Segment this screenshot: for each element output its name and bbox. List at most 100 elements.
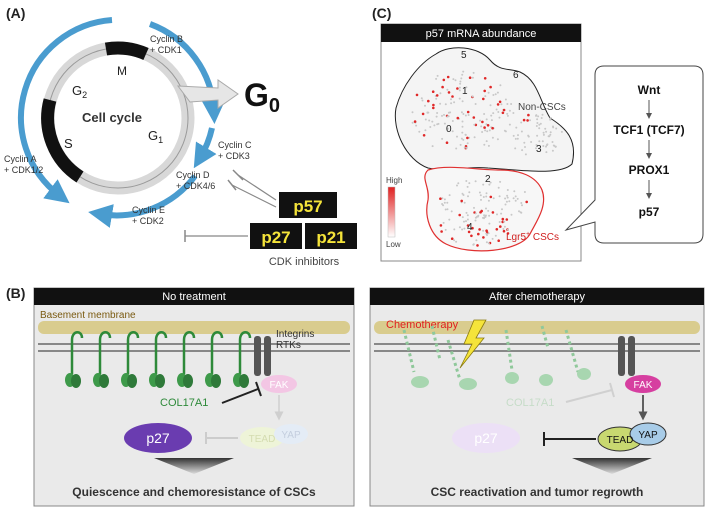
high-expression-dot bbox=[477, 232, 480, 236]
high-expression-dot bbox=[468, 76, 472, 79]
high-expression-dot bbox=[481, 120, 484, 124]
low-expression-dot bbox=[443, 201, 446, 204]
fak-right bbox=[625, 375, 661, 393]
low-expression-dot bbox=[450, 210, 453, 213]
p21-label: p21 bbox=[316, 228, 345, 247]
low-expression-dot bbox=[484, 214, 487, 217]
low-expression-dot bbox=[444, 228, 447, 231]
low-expression-dot bbox=[424, 104, 426, 107]
low-expression-dot bbox=[448, 218, 451, 221]
low-expression-dot bbox=[435, 77, 438, 80]
low-expression-dot bbox=[492, 197, 495, 200]
low-expression-dot bbox=[461, 228, 464, 231]
pathway-prox1: PROX1 bbox=[629, 163, 670, 177]
low-expression-dot bbox=[506, 228, 509, 231]
phase-g1: G1 bbox=[148, 128, 163, 145]
low-expression-dot bbox=[463, 227, 466, 230]
low-expression-dot bbox=[474, 219, 477, 222]
g0-exit-arrow bbox=[176, 79, 239, 109]
low-expression-dot bbox=[485, 207, 487, 210]
non-csc-label: Non-CSCs bbox=[518, 102, 566, 113]
low-expression-dot bbox=[501, 208, 503, 211]
low-expression-dot bbox=[429, 126, 432, 128]
col17a1-inhibition-faint bbox=[565, 389, 613, 403]
low-expression-dot bbox=[441, 137, 444, 140]
high-expression-dot bbox=[502, 108, 506, 112]
low-expression-dot bbox=[453, 228, 456, 231]
basement-membrane-label: Basement membrane bbox=[40, 310, 136, 321]
low-expression-dot bbox=[489, 104, 492, 107]
low-expression-dot bbox=[524, 153, 527, 156]
cyclin-e-label: Cyclin E + CDK2 bbox=[132, 205, 165, 226]
rtks-label: RTKs bbox=[276, 340, 301, 351]
low-expression-dot bbox=[487, 199, 490, 202]
low-expression-dot bbox=[497, 186, 500, 189]
low-expression-dot bbox=[520, 211, 523, 214]
low-expression-dot bbox=[485, 232, 488, 235]
high-expression-dot bbox=[432, 106, 435, 110]
cluster-6: 6 bbox=[513, 70, 519, 81]
low-expression-dot bbox=[462, 113, 465, 115]
low-expression-dot bbox=[540, 117, 543, 119]
low-expression-dot bbox=[535, 125, 538, 127]
tead-left bbox=[240, 427, 284, 449]
low-expression-dot bbox=[465, 220, 467, 223]
low-expression-dot bbox=[514, 195, 517, 198]
high-expression-dot bbox=[501, 111, 505, 115]
low-expression-dot bbox=[442, 221, 445, 224]
low-expression-dot bbox=[523, 141, 526, 144]
rtk-left bbox=[264, 336, 271, 376]
low-expression-dot bbox=[521, 149, 524, 152]
low-expression-dot bbox=[462, 70, 465, 73]
low-expression-dot bbox=[456, 184, 458, 187]
csc-label: Lgr5+ CSCs bbox=[506, 231, 559, 243]
low-expression-dot bbox=[499, 84, 502, 87]
low-expression-dot bbox=[453, 101, 456, 104]
low-expression-dot bbox=[482, 196, 485, 198]
panel-a-letter: (A) bbox=[6, 5, 25, 21]
low-expression-dot bbox=[458, 97, 461, 100]
low-expression-dot bbox=[435, 97, 438, 100]
low-expression-dot bbox=[496, 138, 499, 141]
high-expression-dot bbox=[483, 89, 487, 93]
cyclin-a-arrow bbox=[18, 17, 113, 204]
low-expression-dot bbox=[538, 123, 541, 126]
low-expression-dot bbox=[512, 134, 515, 137]
panel-b-letter: (B) bbox=[6, 285, 25, 301]
low-expression-dot bbox=[485, 140, 488, 143]
low-expression-dot bbox=[518, 210, 520, 213]
cluster-0: 0 bbox=[446, 124, 452, 135]
low-expression-dot bbox=[462, 194, 465, 196]
low-expression-dot bbox=[446, 201, 449, 204]
g0-label: G0 bbox=[244, 77, 280, 117]
low-expression-dot bbox=[475, 239, 478, 242]
high-expression-dot bbox=[471, 226, 474, 230]
chemotherapy-label: Chemotherapy bbox=[386, 319, 459, 331]
high-expression-dot bbox=[415, 93, 419, 97]
low-expression-dot bbox=[490, 119, 493, 122]
p27-left bbox=[124, 423, 192, 453]
expression-dots bbox=[411, 70, 563, 247]
low-expression-dot bbox=[488, 214, 491, 217]
low-expression-dot bbox=[459, 82, 462, 85]
cyclin-d-arrow bbox=[88, 174, 198, 228]
low-expression-dot bbox=[485, 123, 488, 126]
low-expression-dot bbox=[439, 102, 442, 105]
cluster-5: 5 bbox=[461, 50, 467, 61]
high-expression-dot bbox=[445, 141, 449, 144]
low-expression-dot bbox=[485, 195, 488, 198]
low-expression-dot bbox=[473, 123, 476, 126]
legend-low: Low bbox=[386, 240, 401, 249]
low-expression-dot bbox=[433, 124, 436, 127]
panel-c: (C) p57 mRNA abundance 5 6 1 0 3 2 4 Non… bbox=[372, 5, 704, 262]
svg-text:p27: p27 bbox=[146, 430, 170, 446]
low-expression-dot bbox=[512, 197, 515, 200]
low-expression-dot bbox=[536, 134, 539, 137]
cluster-2: 2 bbox=[485, 174, 491, 185]
low-expression-dot bbox=[480, 198, 482, 201]
high-expression-dot bbox=[427, 99, 430, 103]
cluster-4: 4 bbox=[467, 222, 473, 233]
high-expression-dot bbox=[432, 103, 435, 107]
high-expression-dot bbox=[441, 85, 444, 89]
low-expression-dot bbox=[504, 203, 507, 206]
